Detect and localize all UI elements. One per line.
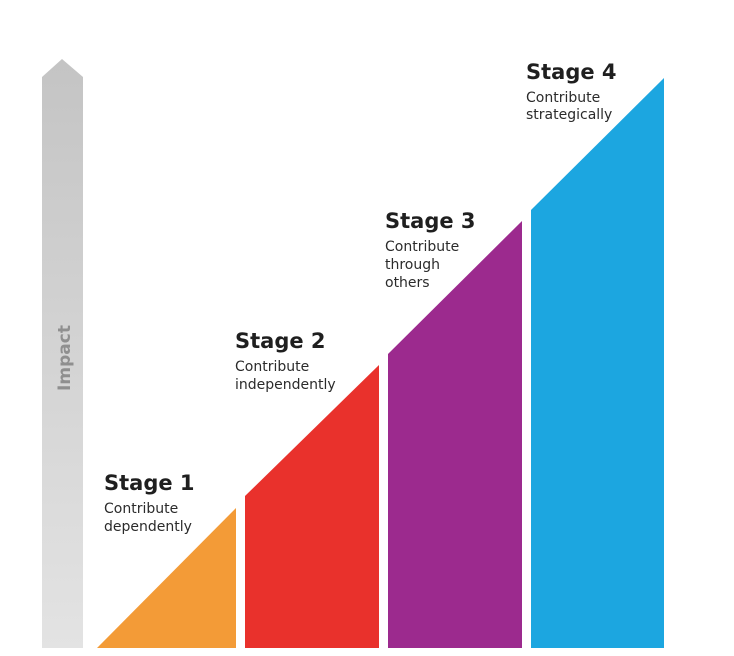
- stage-1-label: Stage 1 Contribute dependently: [104, 471, 195, 535]
- stage-3-description: Contribute through others: [385, 239, 464, 291]
- impact-axis-arrow: [42, 59, 83, 648]
- stage-4-description: Contribute strategically: [526, 90, 612, 123]
- stage-3-label: Stage 3 Contribute through others: [385, 209, 476, 291]
- stage-shapes: [97, 78, 664, 648]
- stage-3-shape: [388, 221, 522, 648]
- stage-1-description: Contribute dependently: [104, 501, 192, 535]
- impact-axis-label: Impact: [55, 325, 75, 391]
- stage-4-shape: [531, 78, 664, 648]
- stage-4-title: Stage 4: [526, 60, 617, 84]
- stage-1-shape: [97, 508, 236, 648]
- stage-2-title: Stage 2: [235, 329, 326, 353]
- stage-2-description: Contribute independently: [235, 359, 336, 393]
- stage-2-label: Stage 2 Contribute independently: [235, 329, 336, 393]
- stage-3-title: Stage 3: [385, 209, 476, 233]
- stage-1-title: Stage 1: [104, 471, 195, 495]
- stage-4-label: Stage 4 Contribute strategically: [526, 60, 617, 123]
- stage-2-shape: [245, 365, 379, 648]
